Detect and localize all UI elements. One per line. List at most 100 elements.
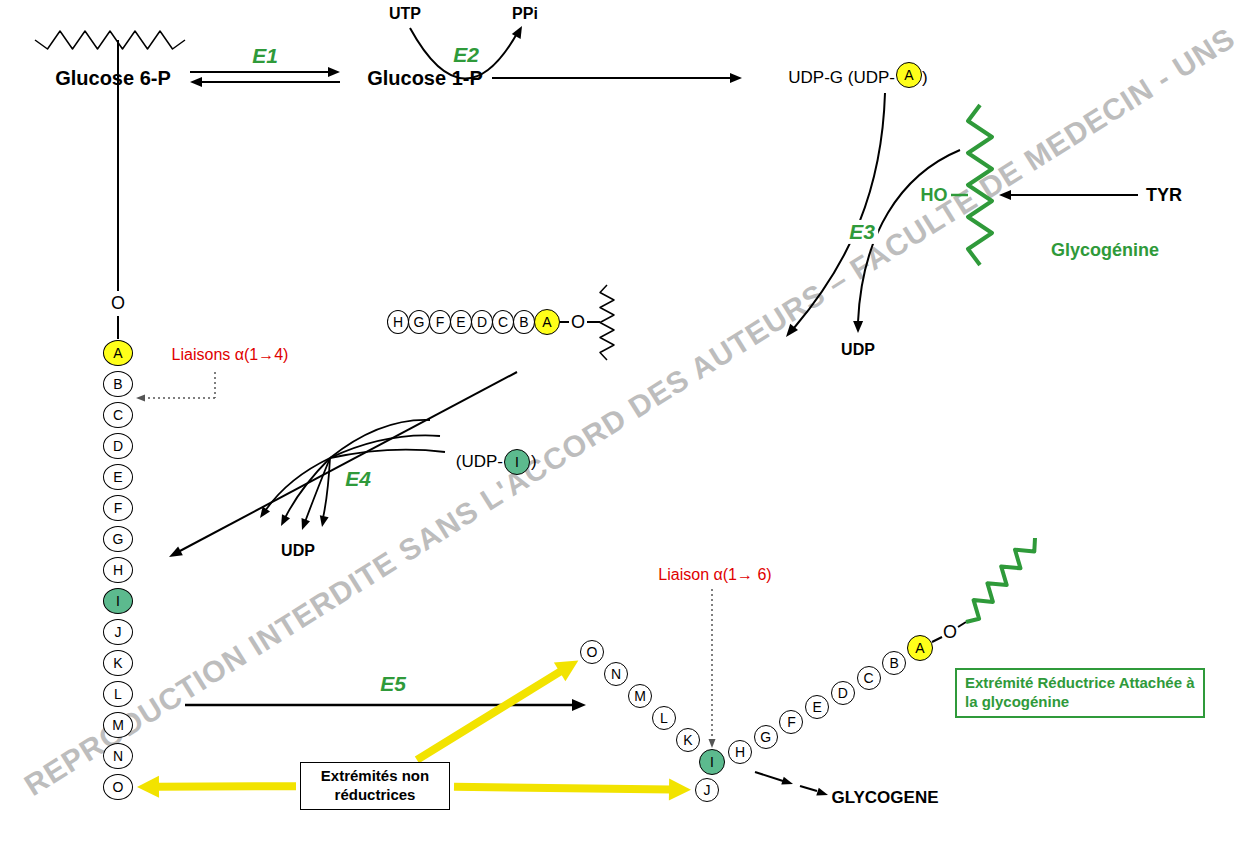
diagram-label: GLYCOGENE — [831, 788, 938, 808]
glucose-unit: C — [103, 402, 133, 428]
glucose-unit: N — [103, 743, 133, 769]
glycosidic-bond — [932, 637, 942, 642]
glucose-unit: E — [805, 695, 829, 719]
diagram-label: Liaisons α(1→4) — [172, 346, 289, 364]
glucose-unit: J — [103, 619, 133, 645]
pointer-arrow — [454, 779, 691, 801]
arrow-head — [320, 515, 329, 527]
glucose-unit: E — [103, 464, 133, 490]
glucose-unit: A — [103, 340, 133, 366]
glucose-unit: O — [103, 774, 133, 800]
arrow-head — [786, 324, 798, 337]
diagram-label: UDP — [841, 341, 875, 359]
unit-letter: L — [114, 687, 122, 701]
glucose-unit: H — [728, 740, 752, 764]
glucose-unit: H — [387, 310, 409, 334]
unit-letter: O — [587, 645, 598, 659]
pointer-head — [669, 779, 691, 801]
pointer-arrow — [417, 660, 578, 760]
reaction-arrow — [185, 704, 574, 707]
glucose-unit: M — [103, 712, 133, 738]
unit-letter: G — [760, 730, 771, 744]
unit-letter: O — [113, 780, 124, 794]
glucose-unit: B — [513, 310, 535, 334]
unit-letter: I — [710, 755, 714, 769]
fan-curve — [305, 458, 330, 522]
unit-letter: H — [113, 563, 123, 577]
protein-chain — [35, 31, 185, 49]
pointer-head — [137, 776, 159, 798]
unit-letter: H — [735, 745, 745, 759]
unit-letter: D — [477, 315, 487, 329]
pointer-shaft — [417, 671, 561, 760]
glucose-unit: M — [628, 684, 652, 708]
arrow-head — [709, 739, 716, 748]
arrow-head — [853, 321, 863, 333]
diagram-label: E3 — [846, 220, 878, 244]
arrow-head — [190, 77, 202, 87]
diagram-label: E2 — [453, 43, 479, 67]
unit-letter: G — [414, 315, 425, 329]
leader-line — [145, 397, 215, 399]
glucose-unit: E — [450, 310, 472, 334]
glucose-unit: A — [907, 635, 933, 661]
unit-letter: C — [498, 315, 508, 329]
pointer-arrow — [137, 776, 296, 798]
hydroxyl-bond — [951, 194, 968, 197]
glucose-unit: D — [471, 310, 493, 334]
arrow-head — [302, 518, 310, 530]
glucose-unit: C — [857, 666, 881, 690]
glucose-unit: G — [408, 310, 430, 334]
arrow-head — [328, 67, 340, 77]
glucose-unit: K — [103, 650, 133, 676]
glucose-unit: K — [676, 728, 700, 752]
unit-letter: A — [113, 346, 122, 360]
glucose-unit: G — [754, 725, 778, 749]
arrow-head — [136, 395, 145, 402]
unit-letter: N — [113, 749, 123, 763]
arrow-head — [169, 546, 183, 557]
diagram-label: ) — [922, 68, 928, 88]
pointer-head — [554, 660, 579, 681]
unit-letter: H — [393, 315, 403, 329]
unit-letter: D — [838, 686, 848, 700]
unit-letter: K — [683, 733, 692, 747]
glucose-unit: I — [699, 749, 725, 775]
diagram-label: Liaison α(1→ 6) — [658, 566, 771, 584]
unit-letter: J — [704, 783, 711, 797]
diagram-label: UTP — [389, 5, 421, 23]
arrow-head — [730, 73, 742, 83]
diagram-label: PPi — [512, 5, 538, 23]
glucose-unit: F — [429, 310, 451, 334]
unit-letter: A — [915, 641, 924, 655]
glucose-unit: J — [695, 778, 719, 802]
equilibrium-arrow — [200, 81, 340, 83]
unit-letter: A — [542, 315, 551, 329]
diagram-label: HO — [921, 185, 948, 206]
unit-letter: J — [115, 625, 122, 639]
unit-letter: C — [113, 408, 123, 422]
reaction-arrow — [800, 786, 817, 791]
unit-letter: G — [113, 532, 124, 546]
unit-letter: F — [436, 315, 445, 329]
arrow-head — [816, 788, 828, 796]
unit-letter: D — [113, 439, 123, 453]
unit-letter: E — [456, 315, 465, 329]
diagram-label: O — [943, 622, 957, 643]
non-reducing-end-box: Extrémités non réductrices — [300, 762, 450, 810]
reaction-arrow — [178, 372, 517, 552]
glucose-unit: N — [604, 662, 628, 686]
pointer-shaft — [157, 782, 296, 791]
unit-letter: F — [114, 501, 123, 515]
diagram-label: Glucose 6-P — [55, 67, 171, 90]
glucose-unit: A — [534, 309, 560, 335]
arrow-head — [260, 506, 270, 518]
diagram-label: E5 — [380, 672, 406, 696]
unit-letter: C — [864, 671, 874, 685]
unit-letter: F — [787, 715, 796, 729]
glucose-unit: B — [882, 651, 906, 675]
glycosidic-bond — [560, 321, 569, 323]
unit-letter: B — [519, 315, 528, 329]
